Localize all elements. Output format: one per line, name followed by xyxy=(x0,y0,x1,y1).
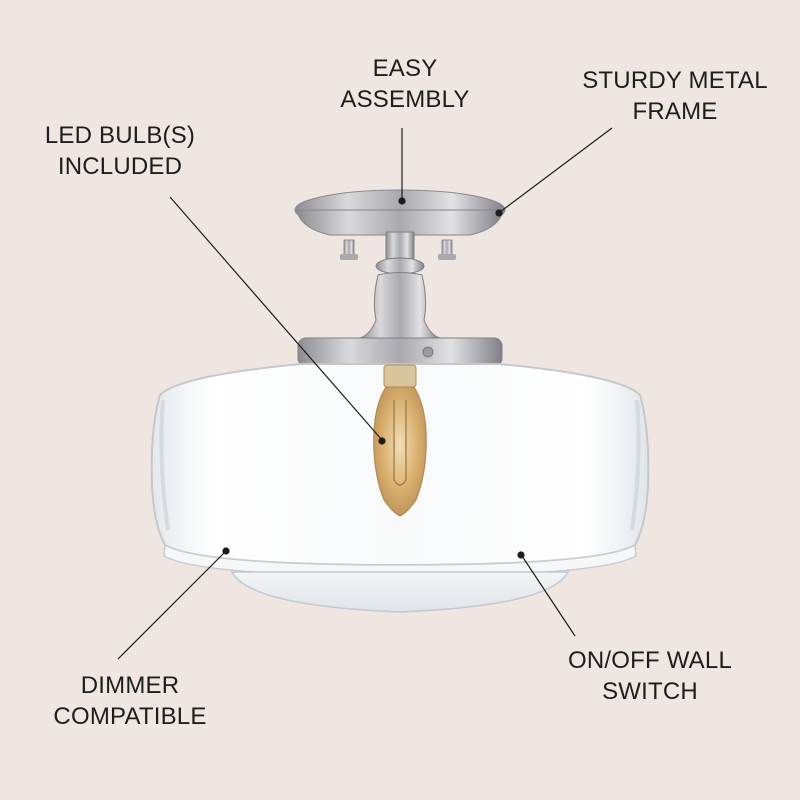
label-easy-assembly: EASY ASSEMBLY xyxy=(340,55,470,113)
stem xyxy=(359,231,441,339)
callout-lines xyxy=(117,127,613,660)
canopy xyxy=(294,189,506,260)
edison-bulb xyxy=(373,364,427,517)
fitter-ring xyxy=(297,337,503,367)
label-led-bulbs-included: LED BULB(S) INCLUDED xyxy=(44,122,196,180)
label-dimmer-compatible: DIMMER COMPATIBLE xyxy=(53,672,207,730)
label-sturdy-metal-frame: STURDY METAL FRAME xyxy=(582,67,768,125)
label-on-off-wall-switch: ON/OFF WALL SWITCH xyxy=(568,647,732,705)
